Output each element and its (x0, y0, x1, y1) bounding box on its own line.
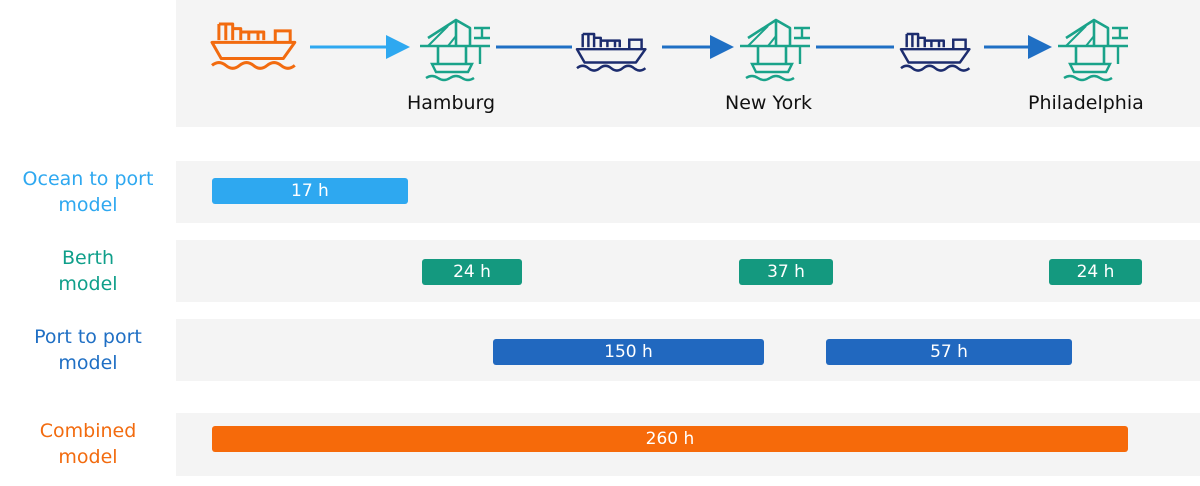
berth-label-line2: model (58, 273, 118, 295)
combined-label-line1: Combined (39, 420, 137, 442)
ship-icon-leg1 (575, 32, 647, 72)
ship-icon-leg2 (899, 32, 971, 72)
crane-icon-newyork (738, 18, 812, 82)
port-to-port-label: Port to port model (0, 324, 176, 376)
ship-icon-origin (210, 22, 297, 70)
combined-label: Combined model (0, 418, 176, 470)
berth-bar-hamburg: 24 h (422, 259, 522, 285)
port-to-port-bar-leg2: 57 h (826, 339, 1072, 365)
port-to-port-bar-leg1: 150 h (493, 339, 764, 365)
crane-icon-philadelphia (1056, 18, 1130, 82)
port-label-line2: model (58, 352, 118, 374)
route-panel (176, 0, 1200, 127)
combined-bar: 260 h (212, 426, 1128, 452)
ocean-to-port-label: Ocean to port model (0, 166, 176, 218)
ocean-to-port-bar: 17 h (212, 178, 408, 204)
city-label-hamburg: Hamburg (407, 92, 496, 114)
ocean-label-line1: Ocean to port (22, 168, 154, 190)
berth-bar-new-york: 37 h (739, 259, 833, 285)
berth-label: Berth model (0, 245, 176, 297)
city-label-new-york: New York (725, 92, 813, 114)
combined-label-line2: model (58, 446, 118, 468)
port-label-line1: Port to port (34, 326, 142, 348)
city-label-philadelphia: Philadelphia (1028, 92, 1144, 114)
route-diagram (210, 18, 1130, 82)
crane-icon-hamburg (418, 18, 492, 82)
berth-label-line1: Berth (61, 247, 115, 269)
berth-bar-philadelphia: 24 h (1049, 259, 1142, 285)
berth-row (176, 240, 1200, 302)
ocean-label-line2: model (58, 194, 118, 216)
